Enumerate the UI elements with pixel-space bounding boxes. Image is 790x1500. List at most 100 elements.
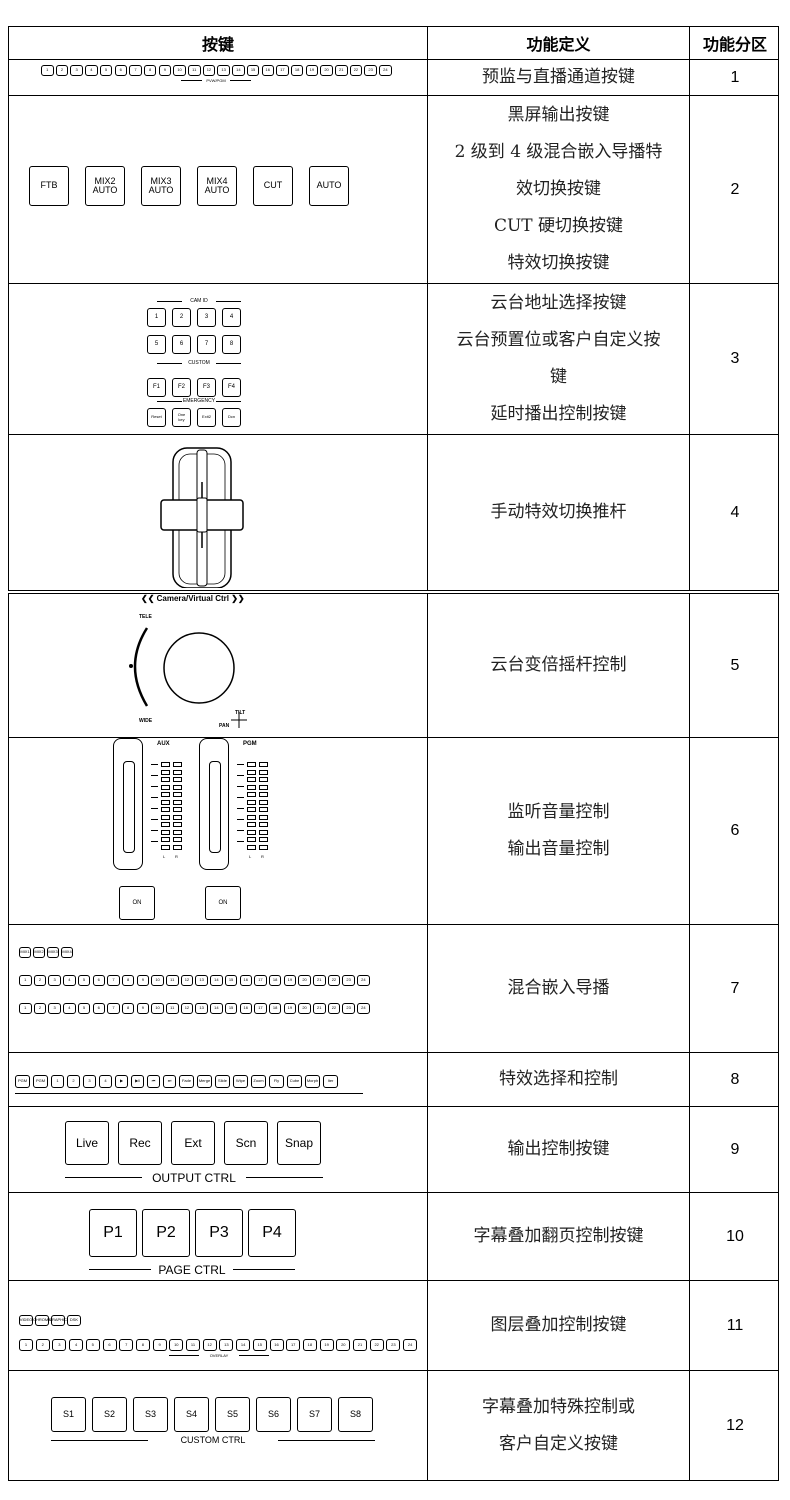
- emergency-key[interactable]: One key: [172, 408, 191, 427]
- mix-channel-key[interactable]: 5: [77, 975, 91, 986]
- channel-key[interactable]: 20: [320, 65, 333, 76]
- transition-key[interactable]: MIX2 AUTO: [85, 166, 125, 206]
- overlay-channel-key[interactable]: 16: [269, 1339, 284, 1351]
- mix-channel-key[interactable]: 11: [166, 1003, 179, 1014]
- effect-key[interactable]: Fly: [269, 1075, 284, 1088]
- mix-channel-key[interactable]: 6: [92, 975, 105, 986]
- overlay-channel-key[interactable]: 12: [202, 1339, 217, 1351]
- channel-key[interactable]: 10: [173, 65, 186, 76]
- output-key[interactable]: Ext: [171, 1121, 215, 1165]
- mix-select-key[interactable]: MIX4: [61, 947, 73, 958]
- custom-s-key[interactable]: S4: [174, 1397, 209, 1432]
- overlay-channel-key[interactable]: 18: [302, 1339, 317, 1351]
- mix-channel-key[interactable]: 5: [77, 1003, 91, 1014]
- emergency-key[interactable]: Exit2: [197, 408, 216, 427]
- custom-s-key[interactable]: S1: [51, 1397, 86, 1432]
- effect-key[interactable]: ▶: [115, 1075, 128, 1088]
- mix-channel-key[interactable]: 8: [121, 975, 135, 986]
- custom-s-key[interactable]: S6: [256, 1397, 291, 1432]
- mix-channel-key[interactable]: 7: [107, 1003, 120, 1014]
- mix-channel-key[interactable]: 15: [224, 975, 238, 986]
- pgm-on-button[interactable]: ON: [205, 886, 241, 920]
- effect-key[interactable]: 1: [51, 1075, 64, 1088]
- channel-key[interactable]: 17: [276, 65, 289, 76]
- mix-select-key[interactable]: MIX2: [33, 947, 45, 958]
- mix-channel-key[interactable]: 4: [63, 975, 76, 986]
- channel-key[interactable]: 8: [143, 65, 157, 76]
- page-key[interactable]: P3: [195, 1209, 243, 1257]
- channel-key[interactable]: 1: [41, 65, 54, 76]
- emergency-key[interactable]: Dcn: [222, 408, 241, 427]
- output-key[interactable]: Scn: [224, 1121, 268, 1165]
- mix-channel-key[interactable]: 6: [92, 1003, 105, 1014]
- custom-s-key[interactable]: S7: [297, 1397, 332, 1432]
- effect-key[interactable]: Morph: [305, 1075, 320, 1088]
- channel-key[interactable]: 13: [217, 65, 230, 76]
- page-key[interactable]: P2: [142, 1209, 190, 1257]
- mix-channel-key[interactable]: 3: [48, 975, 61, 986]
- mix-channel-key[interactable]: 16: [239, 1003, 252, 1014]
- effect-key[interactable]: Slide: [215, 1075, 230, 1088]
- page-key[interactable]: P1: [89, 1209, 137, 1257]
- effect-key[interactable]: 2: [67, 1075, 80, 1088]
- mix-channel-key[interactable]: 13: [195, 975, 208, 986]
- t-bar-fader-icon[interactable]: [159, 438, 259, 588]
- overlay-channel-key[interactable]: 13: [219, 1339, 234, 1351]
- overlay-channel-key[interactable]: 7: [119, 1339, 134, 1351]
- cam-id-key[interactable]: 3: [197, 308, 216, 327]
- effect-key[interactable]: PGM: [33, 1075, 48, 1088]
- effect-key[interactable]: Cube: [287, 1075, 302, 1088]
- aux-on-button[interactable]: ON: [119, 886, 155, 920]
- mix-channel-key[interactable]: 21: [313, 1003, 326, 1014]
- overlay-channel-key[interactable]: 24: [403, 1339, 418, 1351]
- channel-key[interactable]: 21: [335, 65, 348, 76]
- custom-key[interactable]: F2: [172, 378, 191, 397]
- custom-key[interactable]: F3: [197, 378, 216, 397]
- overlay-channel-key[interactable]: 2: [35, 1339, 50, 1351]
- overlay-type-key[interactable]: CHROMA: [33, 1315, 51, 1326]
- cam-id-key[interactable]: 4: [222, 308, 241, 327]
- mix-channel-key[interactable]: 2: [33, 1003, 47, 1014]
- mix-channel-key[interactable]: 23: [342, 975, 355, 986]
- channel-key[interactable]: 12: [202, 65, 216, 76]
- mix-channel-key[interactable]: 12: [180, 975, 194, 986]
- mix-channel-key[interactable]: 14: [210, 1003, 223, 1014]
- cam-id-key[interactable]: 6: [172, 335, 191, 354]
- channel-key[interactable]: 16: [261, 65, 274, 76]
- transition-key[interactable]: MIX4 AUTO: [197, 166, 237, 206]
- cam-id-key[interactable]: 8: [222, 335, 241, 354]
- overlay-channel-key[interactable]: 20: [336, 1339, 351, 1351]
- mix-select-key[interactable]: MIX1: [19, 947, 31, 958]
- mix-channel-key[interactable]: 24: [357, 975, 370, 986]
- mix-channel-key[interactable]: 11: [166, 975, 179, 986]
- effect-key[interactable]: Merge: [197, 1075, 212, 1088]
- overlay-channel-key[interactable]: 10: [169, 1339, 184, 1351]
- channel-key[interactable]: 6: [114, 65, 127, 76]
- effect-key[interactable]: Iter: [323, 1075, 338, 1088]
- output-key[interactable]: Rec: [118, 1121, 162, 1165]
- channel-key[interactable]: 4: [85, 65, 98, 76]
- mix-channel-key[interactable]: 15: [224, 1003, 238, 1014]
- overlay-channel-key[interactable]: 3: [52, 1339, 67, 1351]
- overlay-channel-key[interactable]: 9: [152, 1339, 167, 1351]
- emergency-key[interactable]: Reset: [147, 408, 166, 427]
- effect-key[interactable]: ▶‖: [131, 1075, 144, 1088]
- mix-channel-key[interactable]: 20: [298, 975, 311, 986]
- mix-channel-key[interactable]: 9: [136, 975, 150, 986]
- custom-s-key[interactable]: S3: [133, 1397, 168, 1432]
- mix-channel-key[interactable]: 4: [63, 1003, 76, 1014]
- overlay-channel-key[interactable]: 4: [69, 1339, 84, 1351]
- effect-key[interactable]: Zoom: [251, 1075, 266, 1088]
- channel-key[interactable]: 7: [129, 65, 142, 76]
- channel-key[interactable]: 2: [55, 65, 69, 76]
- effect-key[interactable]: PGM: [15, 1075, 30, 1088]
- mix-channel-key[interactable]: 17: [254, 975, 267, 986]
- overlay-channel-key[interactable]: 6: [102, 1339, 117, 1351]
- overlay-channel-key[interactable]: 23: [386, 1339, 401, 1351]
- custom-key[interactable]: F1: [147, 378, 166, 397]
- cam-id-key[interactable]: 1: [147, 308, 166, 327]
- cam-id-key[interactable]: 2: [172, 308, 191, 327]
- mix-channel-key[interactable]: 7: [107, 975, 120, 986]
- mix-channel-key[interactable]: 21: [313, 975, 326, 986]
- channel-key[interactable]: 14: [232, 65, 245, 76]
